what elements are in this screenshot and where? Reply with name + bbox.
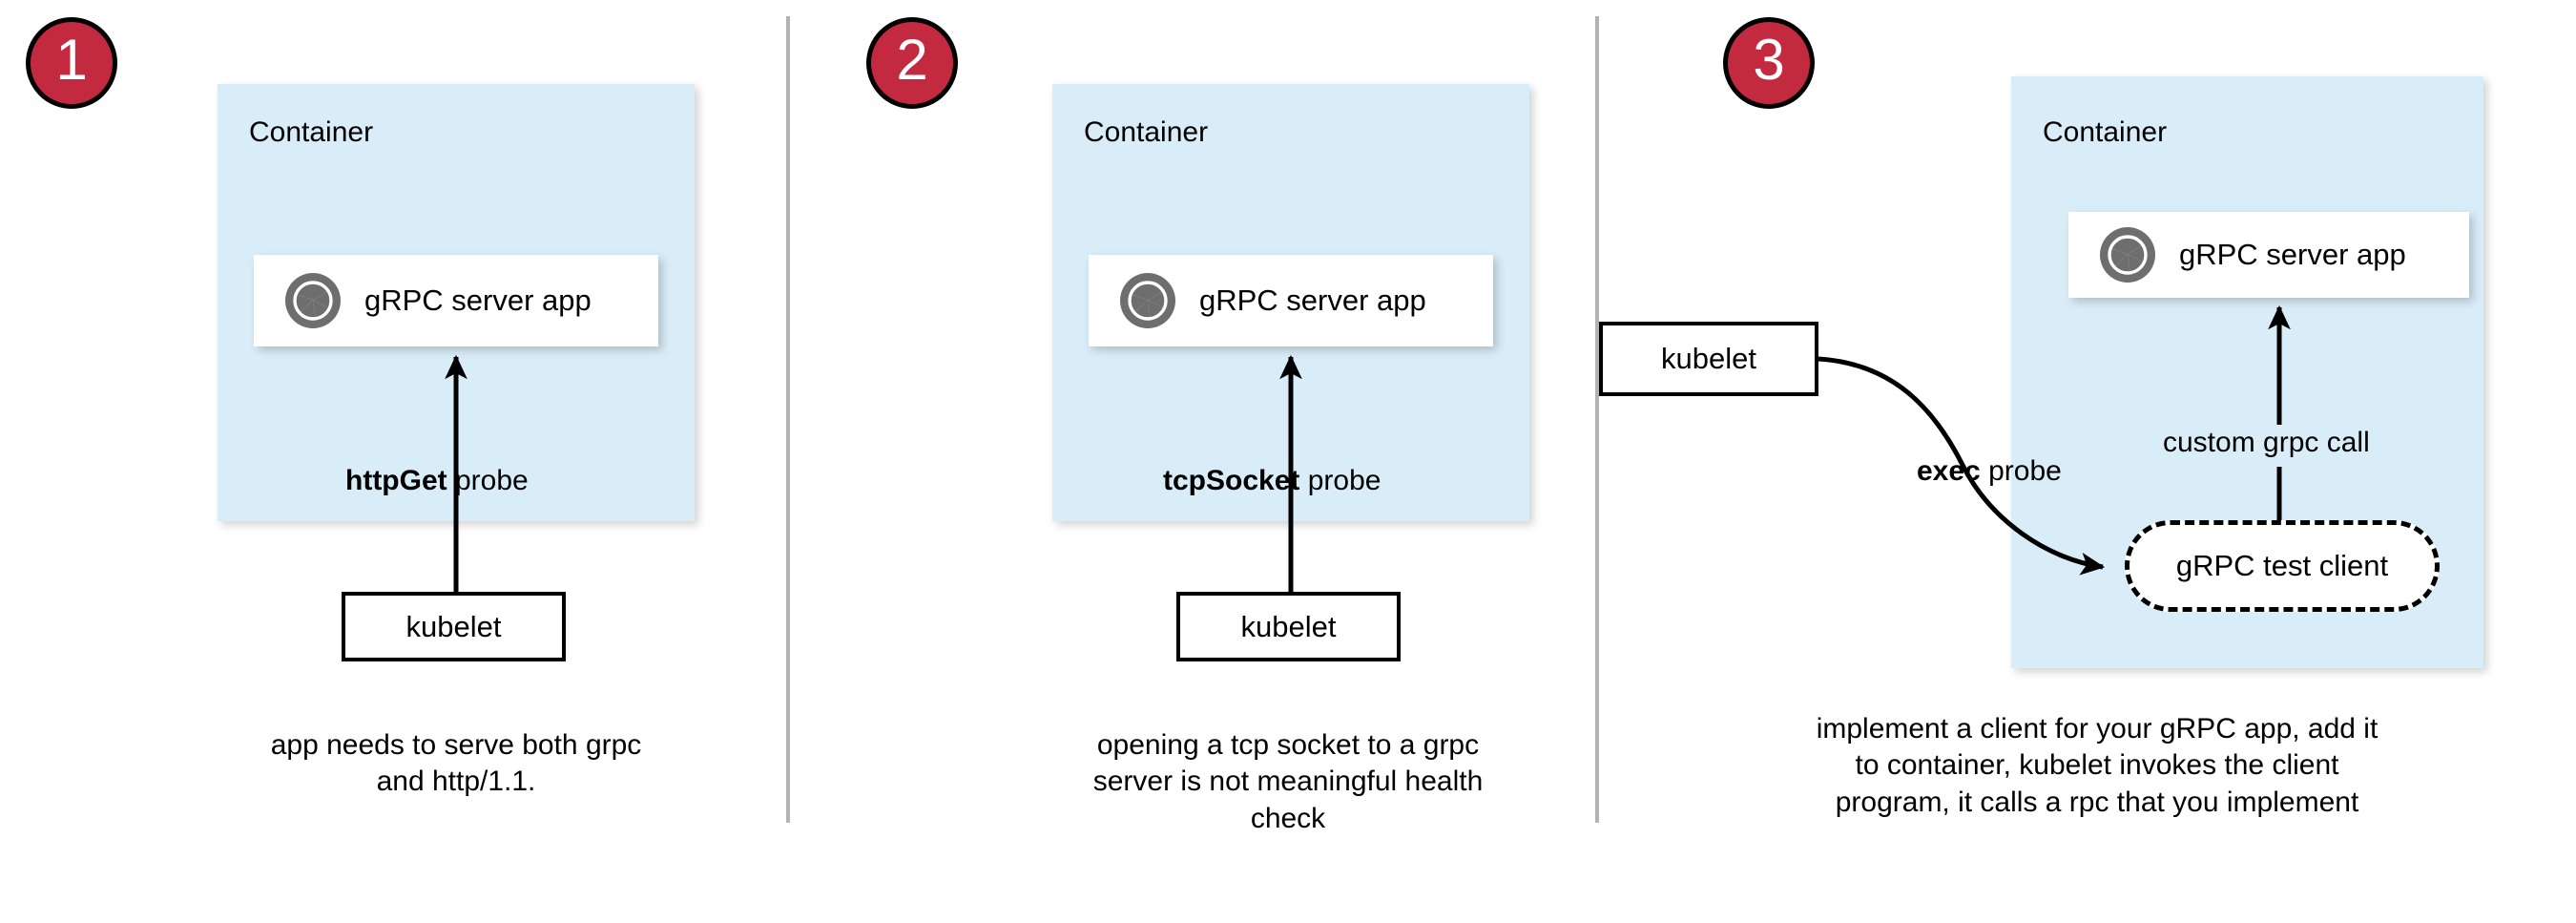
caption-line: to container, kubelet invokes the client bbox=[1855, 749, 2339, 782]
kubelet-box: kubelet bbox=[1176, 592, 1401, 661]
panel-exec-probe: 3 Container gRPC server app ku bbox=[1599, 0, 2576, 923]
httpget-probe-label: httpGet probe bbox=[345, 465, 529, 497]
container-label: Container bbox=[2043, 116, 2168, 148]
grpc-aperture-icon bbox=[2100, 227, 2155, 283]
kubelet-label: kubelet bbox=[405, 609, 502, 643]
kubelet-label: kubelet bbox=[1240, 609, 1337, 643]
panel-httpget-probe: 1 Container gRPC server app bbox=[0, 0, 786, 923]
probe-suffix: probe bbox=[1299, 465, 1381, 496]
caption-line: opening a tcp socket to a grpc bbox=[1096, 729, 1480, 761]
step-number: 2 bbox=[896, 28, 928, 92]
caption-line: server is not meaningful health bbox=[1092, 766, 1484, 798]
step-badge-2: 2 bbox=[866, 17, 958, 109]
grpc-server-app-label: gRPC server app bbox=[1199, 283, 1426, 317]
panel-caption: app needs to serve both grpc and http/1.… bbox=[179, 727, 733, 801]
step-number: 3 bbox=[1753, 28, 1785, 92]
grpc-test-client-label: gRPC test client bbox=[2175, 549, 2389, 582]
exec-probe-label: exec probe bbox=[1917, 455, 2062, 488]
custom-grpc-call-label: custom grpc call bbox=[2163, 427, 2370, 458]
grpc-server-app-label: gRPC server app bbox=[2179, 238, 2406, 271]
step-badge-1: 1 bbox=[26, 17, 117, 109]
grpc-server-app-label: gRPC server app bbox=[364, 283, 592, 317]
panel-tcpsocket-probe: 2 Container gRPC server app bbox=[790, 0, 1595, 923]
probe-suffix: probe bbox=[1980, 455, 2062, 487]
probe-suffix: probe bbox=[447, 465, 529, 496]
kubelet-box: kubelet bbox=[342, 592, 566, 661]
panel-divider-1 bbox=[786, 16, 790, 823]
grpc-test-client-box: gRPC test client bbox=[2125, 520, 2440, 612]
container-label: Container bbox=[1084, 116, 1209, 148]
step-badge-3: 3 bbox=[1723, 17, 1815, 109]
grpc-aperture-icon bbox=[1120, 273, 1175, 328]
caption-line: program, it calls a rpc that you impleme… bbox=[1835, 786, 2359, 818]
kubelet-box: kubelet bbox=[1599, 322, 1818, 396]
container-label: Container bbox=[249, 116, 374, 148]
caption-line: check bbox=[1250, 802, 1326, 834]
probe-type: httpGet bbox=[345, 465, 447, 496]
panel-caption: implement a client for your gRPC app, ad… bbox=[1720, 711, 2474, 821]
grpc-server-app-card: gRPC server app bbox=[1089, 255, 1493, 346]
caption-line: app needs to serve both grpc bbox=[270, 729, 642, 761]
grpc-server-app-card: gRPC server app bbox=[254, 255, 658, 346]
panel-divider-2 bbox=[1595, 16, 1599, 823]
caption-line: and http/1.1. bbox=[376, 766, 536, 798]
probe-type: tcpSocket bbox=[1163, 465, 1300, 496]
probe-type: exec bbox=[1917, 455, 1981, 487]
step-number: 1 bbox=[55, 28, 88, 92]
kubelet-label: kubelet bbox=[1661, 342, 1756, 375]
tcpsocket-probe-label: tcpSocket probe bbox=[1163, 465, 1381, 497]
grpc-server-app-card: gRPC server app bbox=[2068, 212, 2469, 298]
panel-caption: opening a tcp socket to a grpc server is… bbox=[1011, 727, 1565, 837]
caption-line: implement a client for your gRPC app, ad… bbox=[1816, 713, 2379, 745]
grpc-aperture-icon bbox=[285, 273, 341, 328]
